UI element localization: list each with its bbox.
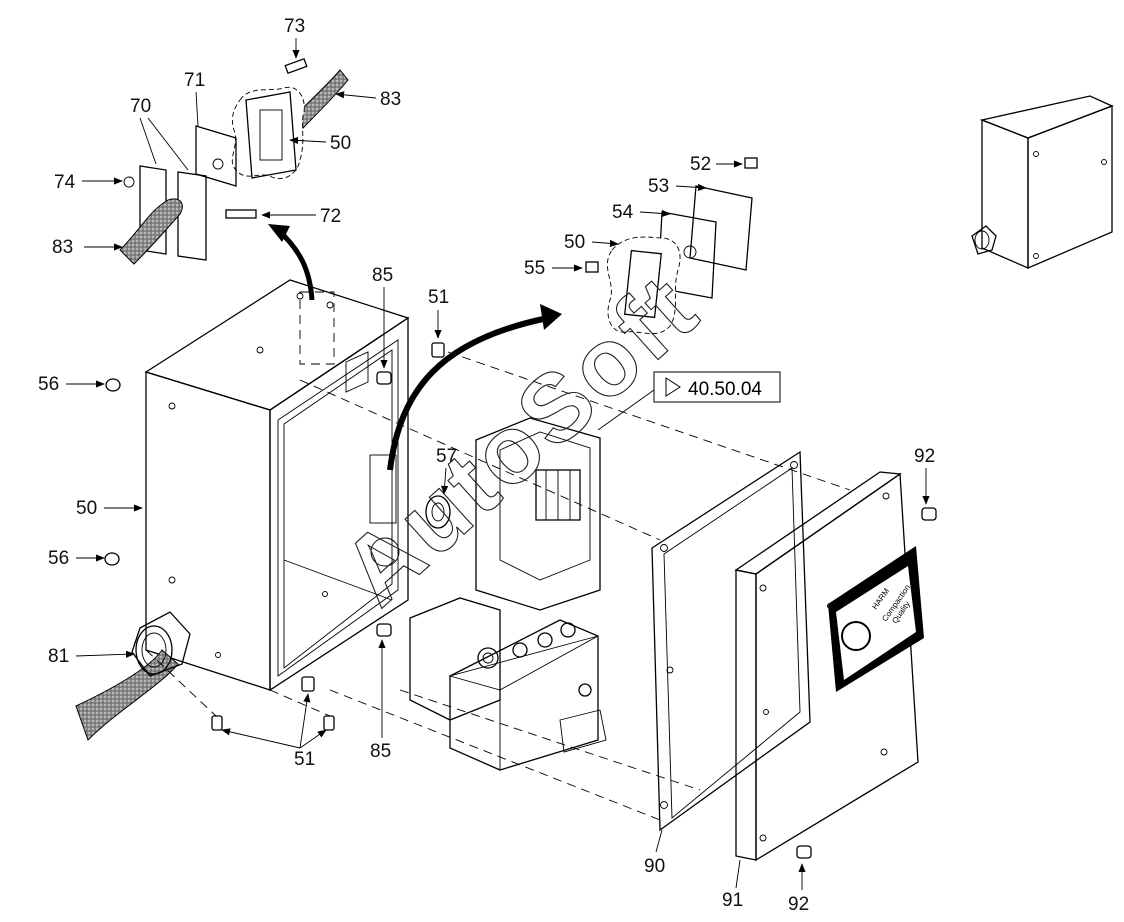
callout-50-top: 50 [330,133,351,154]
cable-gland [75,611,191,741]
callouts: 73 71 70 83 50 74 72 83 85 51 56 50 56 8… [38,16,935,915]
lid-cover: HARM Compaction Quality [734,471,937,862]
callout-92-top: 92 [914,446,935,467]
callout-73: 73 [284,16,305,37]
callout-70: 70 [130,96,151,117]
small-hardware [104,342,445,731]
cover-plate-detail [585,157,758,334]
callout-50-left: 50 [76,498,97,519]
callout-83-left: 83 [52,237,73,258]
reference-box: 40.50.04 [597,371,781,431]
callout-55: 55 [524,258,545,279]
reference-number: 40.50.04 [688,379,762,400]
callout-72: 72 [320,206,341,227]
callout-56-top: 56 [38,374,59,395]
callout-81: 81 [48,646,69,667]
callout-56-bottom: 56 [48,548,69,569]
callout-51-bottom: 51 [294,749,315,770]
gasket-frame [651,450,811,832]
callout-92-bottom: 92 [788,894,809,915]
internal-module [409,417,607,771]
enclosure-box [144,279,410,692]
callout-54: 54 [612,202,634,223]
callout-91: 91 [722,890,743,911]
callout-57: 57 [436,446,457,467]
callout-85-bottom: 85 [370,741,391,762]
callout-52: 52 [690,154,711,175]
callout-71: 71 [184,70,205,91]
callout-90: 90 [644,856,665,877]
callout-50-mid: 50 [564,232,585,253]
label-plate: HARM Compaction Quality [828,546,924,692]
callout-51-top: 51 [428,287,449,308]
callout-74: 74 [54,172,76,193]
callout-53: 53 [648,176,669,197]
cable-clamp-detail [119,57,349,265]
assembled-box-thumbnail [971,95,1114,269]
callout-85-top: 85 [372,265,393,286]
callout-83-top: 83 [380,89,401,110]
transfer-arrows [268,224,562,471]
projection-lines [299,351,851,821]
